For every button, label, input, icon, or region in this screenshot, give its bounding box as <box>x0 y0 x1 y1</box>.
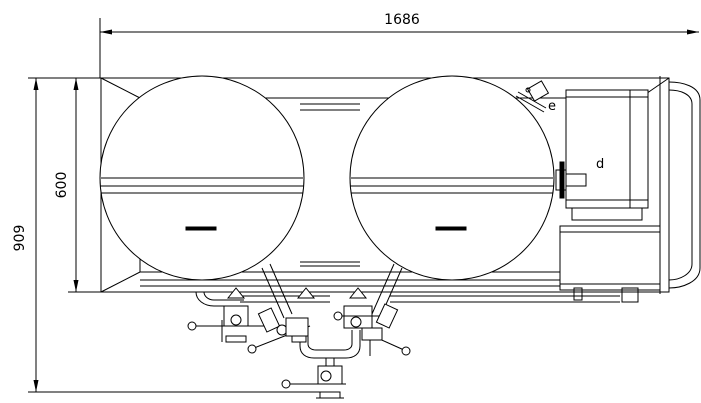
control-box <box>559 89 661 291</box>
tank-right <box>349 75 555 281</box>
tank-height-dimension-label: 600 <box>54 172 70 199</box>
fitting-d-icon: d <box>555 157 604 199</box>
dimension-width: 1686 <box>99 12 699 78</box>
valve-cluster-right <box>333 287 411 356</box>
valve-cluster-left <box>187 287 316 354</box>
handle-rail <box>659 76 701 294</box>
width-dimension-label: 1686 <box>384 12 420 28</box>
dimension-height-overall: 909 <box>12 77 320 393</box>
drain-valve <box>281 365 346 399</box>
tank-left <box>99 75 305 281</box>
valve-e-label: e <box>548 99 556 114</box>
fitting-d-label: d <box>596 157 604 172</box>
valve-e-icon: e <box>515 80 556 114</box>
overall-height-dimension-label: 909 <box>12 225 28 252</box>
dimension-height-tank: 600 <box>54 78 140 293</box>
